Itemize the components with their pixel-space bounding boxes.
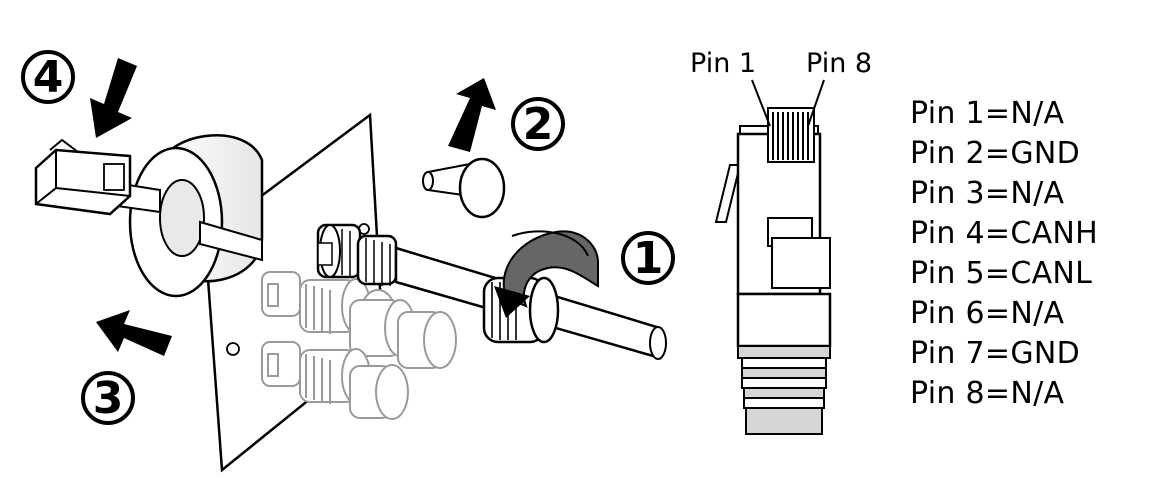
step-3-badge: 3 <box>81 371 135 425</box>
dust-plug <box>422 157 506 219</box>
arrow-step4 <box>90 58 137 138</box>
svg-text:4: 4 <box>33 52 64 103</box>
unused-port-connectors <box>261 271 457 420</box>
pin-assignment-4: Pin 4=CANH <box>910 216 1099 251</box>
rotate-arrow <box>494 230 599 318</box>
panel-gland-front <box>316 223 398 286</box>
step-2-badge: 2 <box>511 97 565 151</box>
svg-text:1: 1 <box>633 233 664 284</box>
pin8-header-label: Pin 8 <box>806 48 872 79</box>
pin-assignment-5: Pin 5=CANL <box>910 256 1093 291</box>
step-1-badge: 1 <box>621 231 675 285</box>
step-4-badge: 4 <box>21 50 75 104</box>
ferrite-ring <box>128 134 264 298</box>
pin-assignment-8: Pin 8=N/A <box>910 376 1065 411</box>
pin-assignment-6: Pin 6=N/A <box>910 296 1065 331</box>
svg-text:3: 3 <box>93 373 124 424</box>
rj45-plug-left <box>34 138 132 216</box>
pin-assignment-2: Pin 2=GND <box>910 136 1081 171</box>
arrow-step2 <box>448 78 496 152</box>
pin-assignment-list: Pin 1=N/A Pin 2=GND Pin 3=N/A Pin 4=CANH… <box>910 94 1098 414</box>
pin1-header-label: Pin 1 <box>690 48 756 79</box>
pin-assignment-1: Pin 1=N/A <box>910 96 1065 131</box>
pin-assignment-7: Pin 7=GND <box>910 336 1081 371</box>
pin-assignment-3: Pin 3=N/A <box>910 176 1065 211</box>
arrow-step3 <box>96 310 172 356</box>
svg-text:2: 2 <box>523 99 554 150</box>
rj45-pinout-connector <box>714 79 832 435</box>
